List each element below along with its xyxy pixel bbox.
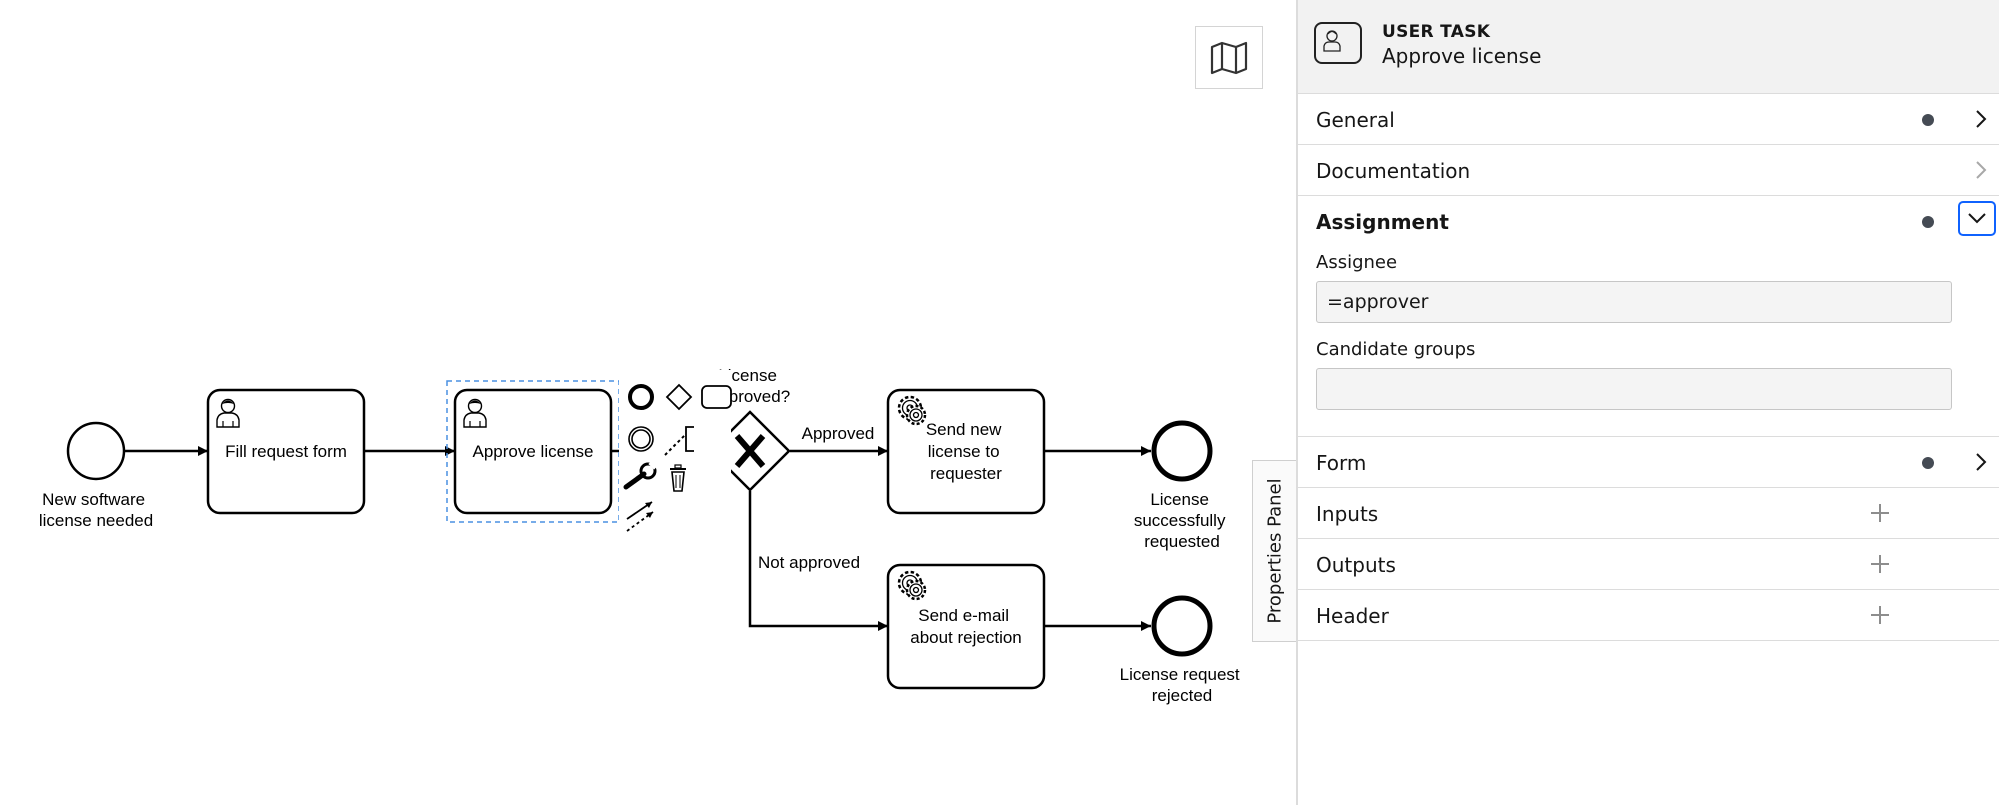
- end-event-rejected-label: License request rejected: [1120, 665, 1245, 705]
- append-end-event-icon[interactable]: [628, 384, 654, 410]
- start-event[interactable]: [66, 421, 126, 481]
- end-event-rejected[interactable]: [1151, 595, 1213, 657]
- properties-panel: USER TASK Approve license General Docume…: [1296, 0, 1999, 805]
- gear-icon: [897, 395, 927, 426]
- group-label: Documentation: [1316, 159, 1471, 183]
- collapse-assignment-button[interactable]: [1958, 201, 1996, 236]
- properties-panel-toggle[interactable]: Properties Panel: [1252, 460, 1297, 642]
- flow-label-approved: Approved: [802, 424, 875, 443]
- task-approve-license[interactable]: Approve license: [453, 388, 613, 515]
- gear-icon: [897, 570, 927, 601]
- add-icon[interactable]: [1867, 500, 1893, 526]
- group-label: General: [1316, 108, 1395, 132]
- text-annotation-icon[interactable]: [664, 426, 694, 456]
- group-assignment[interactable]: Assignment: [1298, 196, 1999, 246]
- task-fill-request-form[interactable]: Fill request form: [206, 388, 366, 515]
- map-icon: [1210, 41, 1248, 74]
- assignment-section: Assignee Candidate groups: [1298, 246, 1999, 437]
- task-send-new-license[interactable]: Send new license to requester: [886, 388, 1046, 515]
- user-task-icon: [463, 398, 487, 428]
- task-label: Send e-mail about rejection: [910, 606, 1022, 647]
- group-documentation[interactable]: Documentation: [1298, 145, 1999, 196]
- data-marker-dot: [1922, 457, 1934, 469]
- group-label: Assignment: [1316, 210, 1449, 234]
- user-task-icon: [216, 398, 240, 428]
- user-task-icon: [1314, 22, 1362, 64]
- group-header[interactable]: Header: [1298, 590, 1999, 641]
- sequence-flow-not-approved[interactable]: [748, 491, 888, 631]
- trash-icon[interactable]: [670, 464, 686, 492]
- add-icon[interactable]: [1867, 602, 1893, 628]
- selection-outline: [446, 380, 620, 523]
- group-label: Form: [1316, 451, 1367, 475]
- group-label: Inputs: [1316, 502, 1379, 526]
- task-label: Fill request form: [225, 442, 347, 461]
- bpmn-diagram: New software license needed Fill request…: [39, 366, 1245, 705]
- group-form[interactable]: Form: [1298, 437, 1999, 488]
- minimap-toggle-button[interactable]: [1195, 26, 1263, 89]
- group-outputs[interactable]: Outputs: [1298, 539, 1999, 590]
- panel-header: USER TASK Approve license: [1298, 0, 1999, 94]
- connect-arrow-icon[interactable]: [626, 501, 654, 532]
- start-event-label: New software license needed: [39, 490, 153, 530]
- append-gateway-icon[interactable]: [665, 383, 693, 411]
- chevron-right-icon[interactable]: [1968, 449, 1994, 475]
- chevron-right-icon[interactable]: [1968, 157, 1994, 183]
- data-marker-dot: [1922, 114, 1934, 126]
- bpmn-canvas[interactable]: New software license needed Fill request…: [0, 0, 1296, 805]
- task-send-rejection[interactable]: Send e-mail about rejection: [886, 563, 1046, 690]
- flow-label-not-approved: Not approved: [758, 553, 860, 572]
- element-type: USER TASK: [1382, 22, 1491, 42]
- append-task-icon[interactable]: [701, 385, 732, 409]
- add-icon[interactable]: [1867, 551, 1893, 577]
- group-inputs[interactable]: Inputs: [1298, 488, 1999, 539]
- assignee-input[interactable]: [1316, 281, 1952, 323]
- end-event-success-label: License successfully requested: [1134, 490, 1230, 551]
- append-intermediate-event-icon[interactable]: [628, 426, 654, 452]
- group-label: Header: [1316, 604, 1389, 628]
- candidate-groups-input[interactable]: [1316, 368, 1952, 410]
- task-label: Approve license: [473, 442, 594, 461]
- data-marker-dot: [1922, 216, 1934, 228]
- wrench-icon[interactable]: [623, 458, 660, 490]
- element-name: Approve license: [1382, 44, 1542, 68]
- group-label: Outputs: [1316, 553, 1396, 577]
- context-pad: [619, 370, 732, 538]
- assignee-label: Assignee: [1316, 252, 1398, 273]
- chevron-down-icon: [1968, 213, 1986, 224]
- task-label: Send new license to requester: [926, 420, 1006, 483]
- chevron-right-icon[interactable]: [1968, 106, 1994, 132]
- candidate-groups-label: Candidate groups: [1316, 339, 1476, 360]
- end-event-success[interactable]: [1151, 420, 1213, 482]
- properties-panel-toggle-label: Properties Panel: [1264, 478, 1286, 624]
- group-general[interactable]: General: [1298, 94, 1999, 145]
